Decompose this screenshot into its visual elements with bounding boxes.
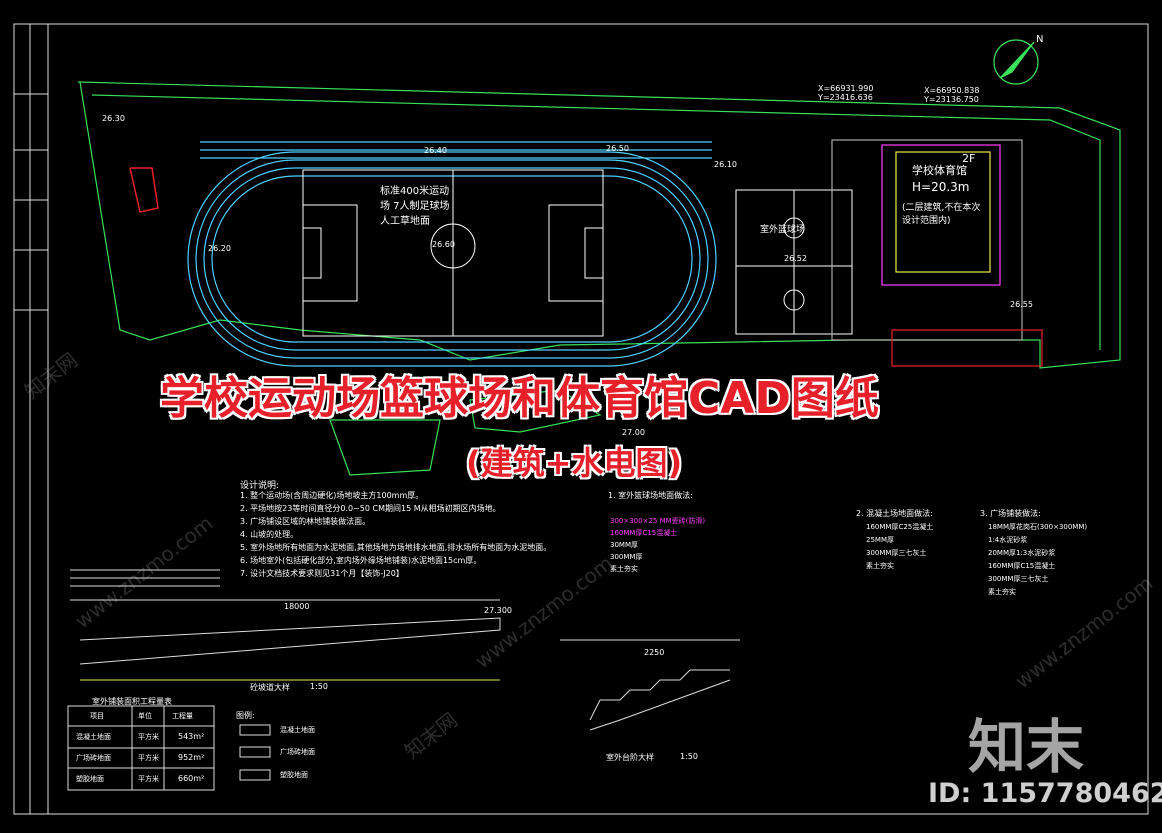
table-header: 工程量 [172, 712, 193, 720]
ramp-section [70, 569, 501, 681]
layers-1-item: 160MM厚C15混凝土 [610, 529, 678, 537]
table-cell: 塑胶地面 [76, 775, 104, 783]
legend-swatches [239, 724, 271, 781]
table-title: 室外铺装面积工程量表 [92, 697, 172, 706]
site-boundary [77, 81, 1121, 476]
stair-section [560, 639, 740, 731]
stair-section-scale: 1:50 [680, 752, 698, 761]
layers-3-item: 素土夯实 [988, 588, 1016, 596]
gymnasium [831, 139, 1043, 367]
court-label: 室外篮球场 [760, 225, 806, 235]
notes-heading: 设计说明: [240, 481, 280, 491]
elev-6: 26.20 [208, 244, 231, 253]
elev-4: 26.60 [432, 240, 455, 249]
layers-1-item: 30MM厚 [610, 541, 638, 549]
note-3: 3. 广场铺设区域的林地铺装做法面。 [240, 517, 371, 526]
legend-heading: 图例: [236, 711, 255, 720]
note-1: 1. 整个运动场(含周边硬化)场地坡主方100mm厚。 [240, 491, 424, 500]
ramp-section-scale: 1:50 [310, 682, 328, 691]
layers-2-heading: 2. 混凝土场地面做法: [856, 509, 933, 518]
quantity-table-grid [67, 705, 215, 791]
running-track [187, 141, 717, 367]
elev-3: 26.50 [606, 144, 629, 153]
layers-3-item: 18MM厚花岗石(300×300MM) [988, 523, 1088, 531]
coord-4: Y=23136.750 [924, 95, 979, 104]
elev-9: 27.00 [622, 428, 645, 437]
legend-item: 塑胶地面 [280, 771, 308, 779]
watermark-id: ID: 1157780462 [928, 778, 1162, 809]
table-cell: 平方米 [138, 775, 159, 783]
ramp-section-title: 砼坡道大样 [250, 683, 290, 692]
table-cell: 平方米 [138, 754, 159, 762]
note-7: 7. 设计文档技术要求则见31个月【装饰-J20】 [240, 569, 404, 578]
layers-1-item: 素土夯实 [610, 565, 638, 573]
legend-item: 混凝土地面 [280, 726, 315, 734]
watermark-brand: 知末 [968, 713, 1085, 781]
field-label: 标准400米运动场 7人制足球场 人工草地面 [380, 186, 450, 227]
stair-marker [129, 167, 159, 213]
ramp-dim-length: 18000 [284, 602, 310, 611]
gym-name: 学校体育馆 [912, 164, 967, 177]
elev-2: 26.40 [424, 146, 447, 155]
layers-3-item: 300MM厚三七灰土 [988, 575, 1049, 583]
layers-2-item: 素土夯实 [866, 562, 894, 570]
north-arrow [993, 39, 1039, 85]
table-cell: 952m² [178, 753, 205, 762]
table-cell: 平方米 [138, 733, 159, 741]
layers-3-item: 1:4水泥砂浆 [988, 536, 1028, 544]
layers-1-item: 300×300×25 MM瓷砖(防滑) [610, 517, 706, 525]
layers-2-item: 300MM厚三七灰土 [866, 549, 927, 557]
stair-section-title: 室外台阶大样 [606, 753, 654, 762]
table-cell: 543m² [178, 732, 205, 741]
football-field [302, 169, 604, 337]
layers-3-item: 160MM厚C15混凝土 [988, 562, 1056, 570]
note-5: 5. 室外场地所有地面为水泥地面,其他场地为场地排水地面,排水场所有地面为水泥地… [240, 543, 552, 552]
stair-dim: 2250 [644, 648, 665, 657]
table-header: 单位 [138, 712, 152, 720]
elev-7: 26.52 [784, 254, 807, 263]
layers-1-item: 300MM厚 [610, 553, 643, 561]
drawing-frame [13, 23, 1149, 815]
table-cell: 广场砖地面 [76, 754, 111, 762]
note-6: 6. 场地室外(包括硬化部分,室内场外缘场地铺装)水泥地面15cm厚。 [240, 556, 482, 565]
elev-1: 26.30 [102, 114, 125, 123]
elev-5: 26.10 [714, 160, 737, 169]
elev-8: 26.55 [1010, 300, 1033, 309]
table-cell: 660m² [178, 774, 205, 783]
note-4: 4. 山坡的处理。 [240, 530, 299, 539]
basketball-courts [735, 189, 853, 335]
sub-title: (建筑+水电图) [466, 444, 683, 482]
note-2: 2. 平场地按23等时间直径分0.0~50 CM期间15 M从相场初期区内场地。 [240, 504, 501, 513]
legend-item: 广场砖地面 [280, 748, 315, 756]
table-cell: 混凝土地面 [76, 733, 111, 741]
gym-height: H=20.3m [912, 180, 970, 194]
layers-3-heading: 3. 广场铺装做法: [980, 509, 1041, 518]
layers-2-item: 160MM厚C25混凝土 [866, 523, 934, 531]
coord-2: Y=23416.636 [818, 93, 873, 102]
table-header: 项目 [90, 712, 104, 720]
gym-floors: 2F [962, 152, 976, 165]
north-label: N [1036, 34, 1044, 45]
layers-3-item: 20MM厚1:3水泥砂浆 [988, 549, 1056, 557]
coord-3: X=66950.838 [924, 86, 980, 95]
main-title: 学校运动场篮球场和体育馆CAD图纸 [159, 372, 881, 426]
ramp-dim-elev: 27.300 [484, 606, 512, 615]
layers-2-item: 25MM厚 [866, 536, 894, 544]
coord-1: X=66931.990 [818, 84, 874, 93]
gym-note: (二层建筑,不在本次设计范围内) [902, 203, 981, 226]
layers-1-heading: 1. 室外篮球场地面做法: [608, 491, 693, 500]
